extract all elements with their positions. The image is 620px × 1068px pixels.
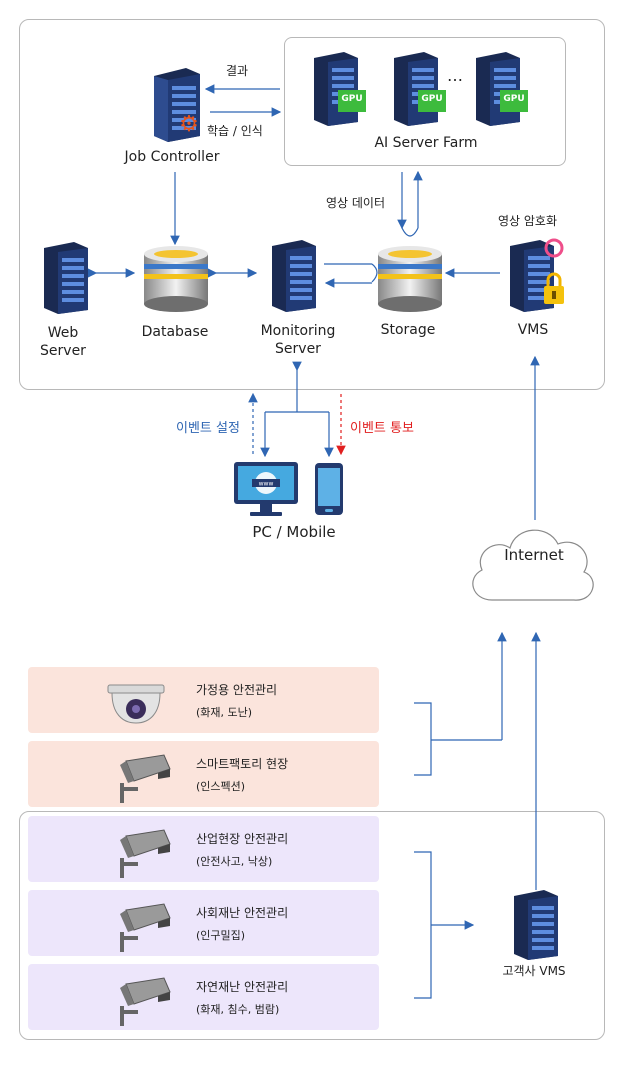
gpu-server-1-icon bbox=[314, 52, 366, 126]
web-server-label: Web Server bbox=[30, 324, 96, 360]
panel-smart-factory: 스마트팩토리 현장 (인스펙션) bbox=[28, 741, 379, 807]
panel-natural-title: 자연재난 안전관리 bbox=[196, 980, 289, 994]
lock-icon bbox=[544, 238, 564, 304]
bullet-camera-icon bbox=[120, 829, 171, 878]
panel-factory-sub: (인스펙션) bbox=[196, 780, 246, 793]
ellipsis-text: … bbox=[447, 66, 463, 85]
panel-industrial-sub: (안전사고, 낙상) bbox=[196, 855, 273, 868]
monitoring-server-label-line1: Monitoring bbox=[260, 323, 336, 339]
monitoring-server-label-line2: Server bbox=[275, 341, 321, 357]
gpu-server-2-icon bbox=[394, 52, 446, 126]
web-server-label-line2: Server bbox=[40, 343, 86, 359]
gpu-badge-3: GPU bbox=[503, 94, 525, 104]
web-server-icon bbox=[44, 242, 88, 314]
gear-icon: ⚙ bbox=[179, 112, 199, 137]
panel-industrial-title: 산업현장 안전관리 bbox=[196, 832, 289, 846]
customer-vms-server-icon bbox=[514, 890, 558, 960]
bullet-camera-icon bbox=[120, 977, 171, 1026]
customer-vms-label: 고객사 VMS bbox=[502, 964, 566, 978]
panel-social-sub: (인구밀집) bbox=[196, 929, 246, 942]
video-encryption-label: 영상 암호화 bbox=[498, 214, 558, 228]
bottom-panels-bracket bbox=[414, 851, 432, 999]
panel-natural-sub: (화재, 침수, 범람) bbox=[196, 1003, 280, 1016]
svg-text:www: www bbox=[259, 481, 274, 488]
panel-natural-disaster: 자연재난 안전관리 (화재, 침수, 범람) bbox=[28, 964, 379, 1030]
gpu-server-3-icon bbox=[476, 52, 528, 126]
panel-social-title: 사회재난 안전관리 bbox=[196, 906, 289, 920]
panel-factory-title: 스마트팩토리 현장 bbox=[196, 757, 289, 771]
panel-home-title: 가정용 안전관리 bbox=[196, 683, 278, 697]
event-notify-label: 이벤트 통보 bbox=[350, 421, 414, 436]
video-data-label: 영상 데이터 bbox=[326, 196, 386, 210]
job-controller-label: Job Controller bbox=[124, 149, 220, 165]
panel-social-disaster: 사회재난 안전관리 (인구밀집) bbox=[28, 890, 379, 956]
panel-home-sub: (화재, 도난) bbox=[196, 706, 253, 719]
database-icon bbox=[144, 246, 208, 312]
pc-monitor-icon: www bbox=[234, 462, 298, 516]
monitoring-server-icon bbox=[272, 240, 316, 312]
bullet-camera-icon bbox=[120, 903, 171, 952]
bullet-camera-icon bbox=[120, 754, 171, 803]
database-label: Database bbox=[141, 324, 209, 340]
panel-home-safety: 가정용 안전관리 (화재, 도난) bbox=[28, 667, 379, 733]
monitoring-server-label: Monitoring Server bbox=[250, 322, 346, 358]
dome-camera-icon bbox=[107, 684, 165, 724]
result-label: 결과 bbox=[226, 64, 249, 78]
pc-mobile-label: PC / Mobile bbox=[252, 523, 336, 541]
learn-recognize-label: 학습 / 인식 bbox=[207, 124, 263, 138]
panel-industrial-safety: 산업현장 안전관리 (안전사고, 낙상) bbox=[28, 816, 379, 882]
storage-label: Storage bbox=[380, 322, 436, 338]
web-server-label-line1: Web bbox=[47, 325, 79, 341]
storage-icon bbox=[378, 246, 442, 312]
job-controller-server-icon bbox=[154, 68, 200, 142]
event-setting-label: 이벤트 설정 bbox=[176, 421, 240, 436]
mobile-phone-icon bbox=[315, 463, 343, 515]
vms-label: VMS bbox=[517, 322, 549, 338]
internet-cloud-icon bbox=[472, 529, 594, 601]
ai-server-farm-label: AI Server Farm bbox=[374, 135, 478, 151]
internet-label: Internet bbox=[504, 546, 564, 564]
gpu-badge-1: GPU bbox=[341, 94, 363, 104]
gpu-badge-2: GPU bbox=[421, 94, 443, 104]
top-panels-bracket bbox=[414, 702, 432, 776]
